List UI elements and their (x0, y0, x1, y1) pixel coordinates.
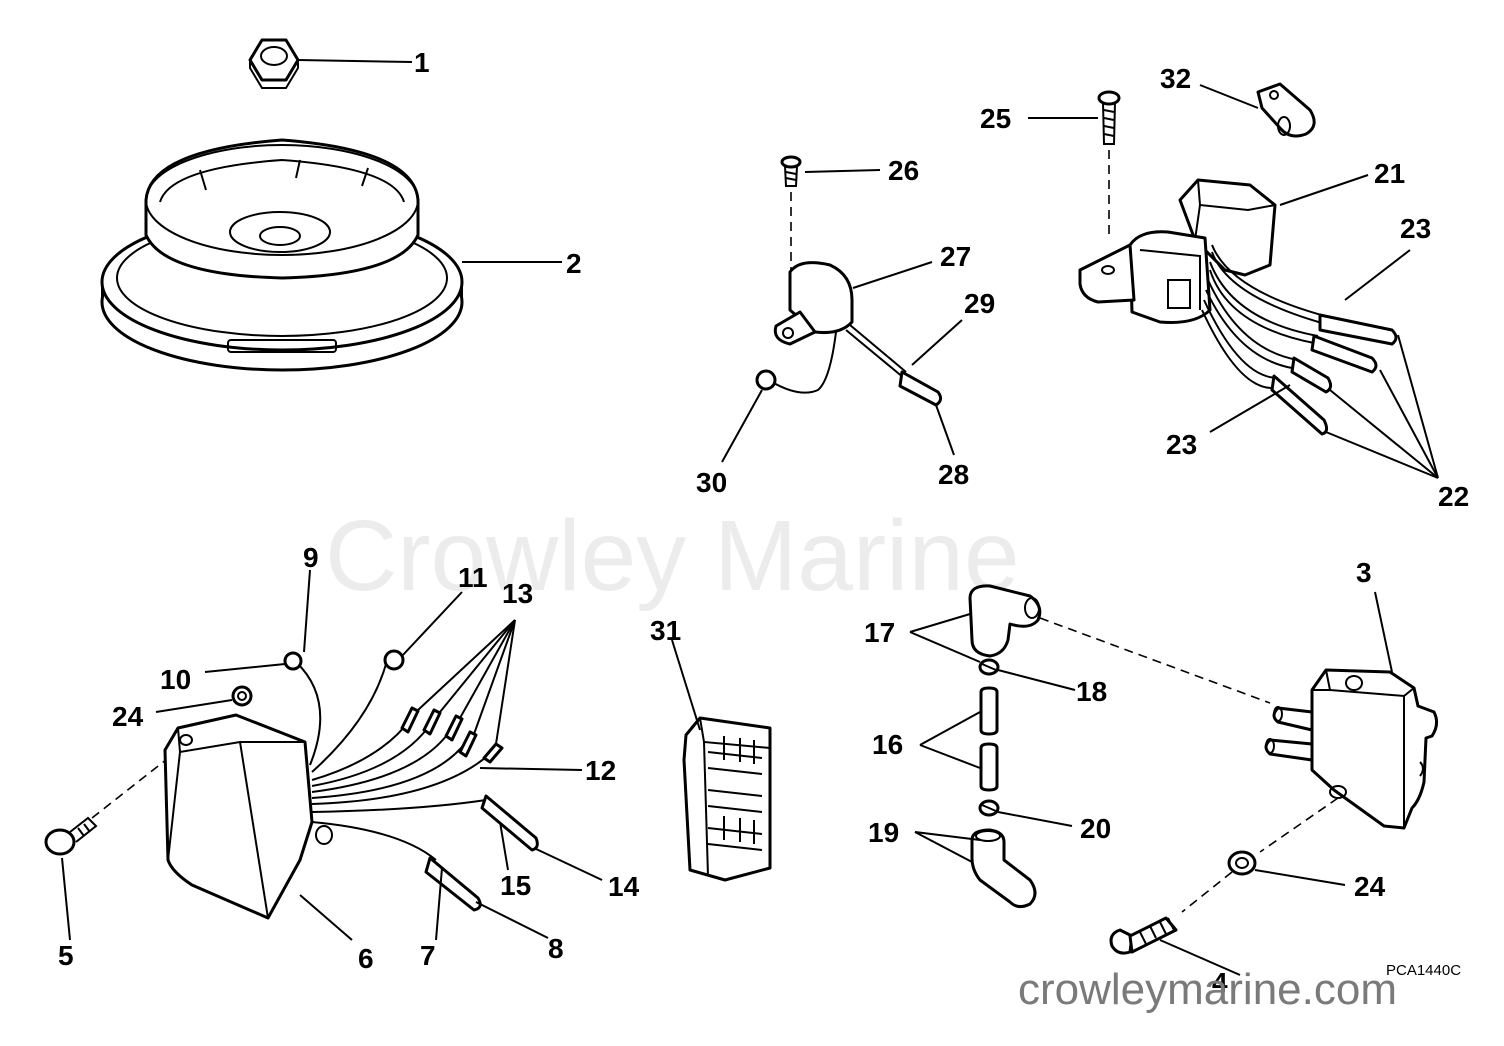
callout-17: 17 (864, 617, 895, 648)
part-bolt-4 (1109, 916, 1178, 955)
callout-21: 21 (1374, 158, 1405, 189)
part-power-pack-6 (163, 649, 539, 920)
diagram-code: PCA1440C (1386, 962, 1461, 979)
callout-22: 22 (1438, 481, 1469, 512)
site-mark: crowleymarine.com (1018, 965, 1397, 1014)
part-bolt-5 (44, 816, 98, 856)
callout-2: 2 (566, 248, 582, 279)
callout-labels: 1 2 3 4 5 6 7 8 9 10 11 12 13 14 15 16 1… (58, 47, 1469, 998)
part-screw-25 (1097, 90, 1121, 145)
callout-9: 9 (303, 542, 319, 573)
callout-27: 27 (940, 241, 971, 272)
callout-20: 20 (1080, 813, 1111, 844)
callout-31: 31 (650, 615, 681, 646)
callout-24-left: 24 (112, 701, 144, 732)
part-washer-24-left (231, 685, 253, 707)
callout-32: 32 (1160, 63, 1191, 94)
callout-26: 26 (888, 155, 919, 186)
callout-28: 28 (938, 459, 969, 490)
callout-10: 10 (160, 664, 191, 695)
part-clip-32 (1256, 82, 1316, 138)
callout-19: 19 (868, 817, 899, 848)
part-coil-21 (1078, 178, 1398, 436)
watermark-text: Crowley Marine (325, 500, 1020, 612)
part-clamp-18 (978, 658, 1000, 676)
part-washer-24-right (1227, 850, 1257, 876)
callout-1: 1 (414, 47, 430, 78)
callout-5: 5 (58, 940, 74, 971)
part-nut (248, 38, 300, 89)
callout-8: 8 (548, 933, 564, 964)
callout-7: 7 (420, 940, 436, 971)
callout-15: 15 (500, 870, 531, 901)
callout-3: 3 (1356, 557, 1372, 588)
part-clamp-20 (978, 799, 1000, 817)
callout-16: 16 (872, 729, 903, 760)
callout-25: 25 (980, 103, 1011, 134)
part-ignition-coil-3 (1264, 668, 1439, 830)
part-hose-19 (970, 828, 1037, 909)
callout-12: 12 (585, 755, 616, 786)
part-hose-16 (979, 686, 999, 792)
callout-18: 18 (1076, 676, 1107, 707)
part-terminal-block-31 (682, 716, 772, 882)
callout-24-right: 24 (1354, 871, 1386, 902)
callout-13: 13 (502, 578, 533, 609)
part-hose-17 (968, 584, 1042, 658)
part-screw-26 (780, 155, 802, 187)
callout-30: 30 (696, 467, 727, 498)
callout-4: 4 (1212, 967, 1228, 998)
callout-23-top: 23 (1400, 213, 1431, 244)
callout-6: 6 (358, 943, 374, 974)
callout-14: 14 (608, 871, 640, 902)
callout-29: 29 (964, 288, 995, 319)
callout-23-bottom: 23 (1166, 429, 1197, 460)
part-flywheel (100, 138, 464, 372)
part-sensor-27 (755, 261, 943, 407)
callout-11: 11 (458, 562, 488, 593)
